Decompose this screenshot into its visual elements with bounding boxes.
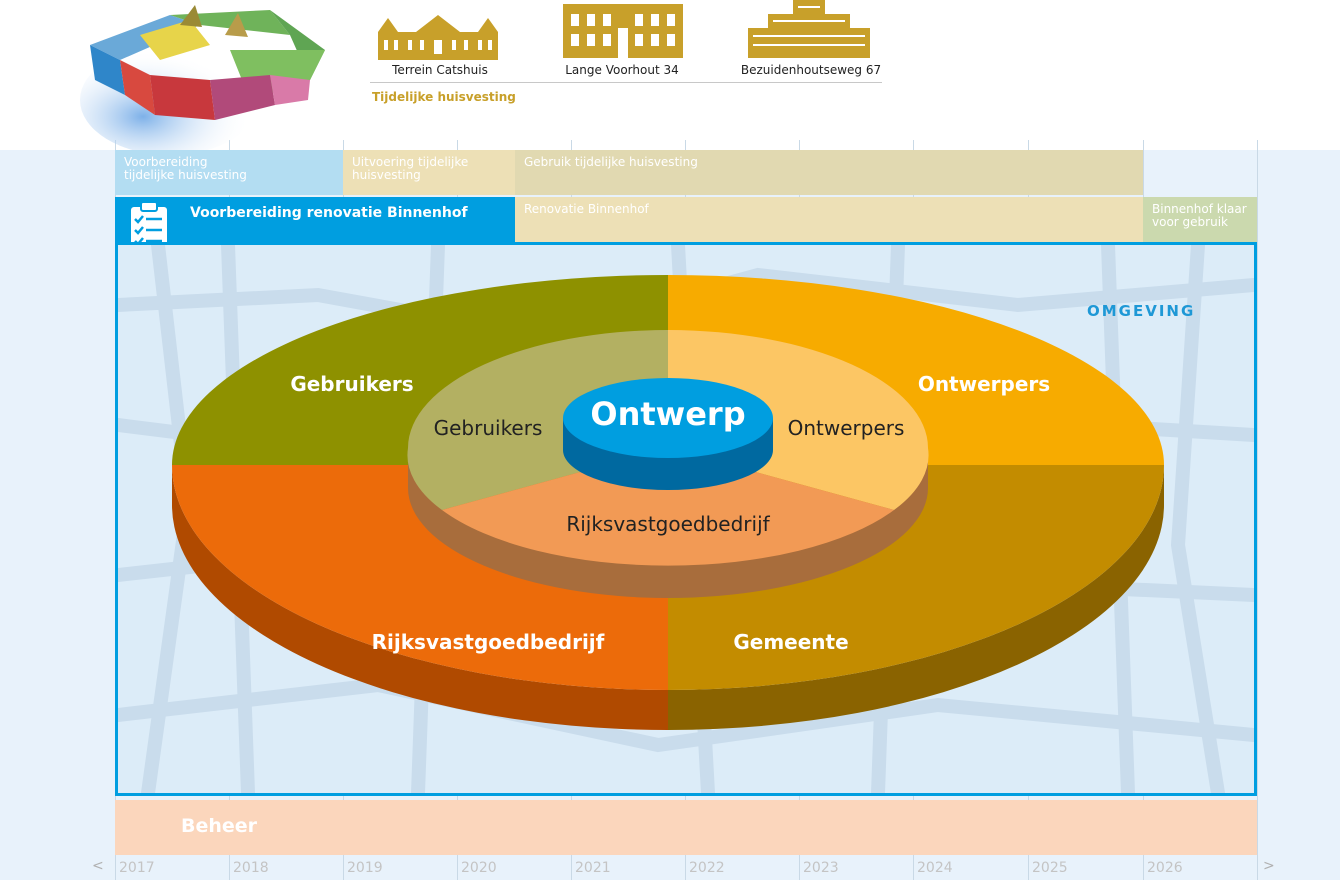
- phase-voorbereiding-tijdelijk[interactable]: Voorbereiding tijdelijke huisvesting: [115, 150, 343, 195]
- year-label: 2018: [233, 860, 269, 876]
- binnenhof-campus-illustration: [80, 5, 325, 155]
- timeline-prev-arrow[interactable]: <: [92, 858, 104, 874]
- inner-label-ontwerpers: Ontwerpers: [787, 416, 905, 440]
- phase-label: Renovatie Binnenhof: [524, 202, 649, 216]
- temporary-housing-label: Tijdelijke huisvesting: [372, 90, 516, 104]
- year-label: 2017: [119, 860, 155, 876]
- year-gridline: [1257, 140, 1258, 880]
- core-label-ontwerp: Ontwerp: [590, 395, 746, 433]
- outer-side-gemeente: [668, 465, 1164, 730]
- year-label: 2024: [917, 860, 953, 876]
- outer-side-rijksvastgoedbedrijf: [172, 465, 668, 730]
- timeline-next-arrow[interactable]: >: [1263, 858, 1275, 874]
- phase-voorbereiding-renovatie-label: Voorbereiding renovatie Binnenhof: [190, 205, 468, 221]
- outer-label-ontwerpers: Ontwerpers: [917, 372, 1051, 396]
- catshuis-label: Terrein Catshuis: [392, 63, 488, 77]
- outer-label-gemeente: Gemeente: [733, 630, 849, 654]
- phase-binnenhof-klaar[interactable]: Binnenhof klaar voor gebruik: [1143, 197, 1257, 242]
- lange-voorhout-label: Lange Voorhout 34: [565, 63, 679, 77]
- year-label: 2020: [461, 860, 497, 876]
- temporary-housing-divider: [370, 82, 882, 83]
- year-label: 2021: [575, 860, 611, 876]
- inner-label-gebruikers: Gebruikers: [433, 416, 543, 440]
- phase-label: Binnenhof klaar voor gebruik: [1152, 202, 1247, 229]
- year-label: 2026: [1147, 860, 1183, 876]
- catshuis-building-icon: [378, 15, 498, 60]
- bezuidenhoutseweg-label: Bezuidenhoutseweg 67: [740, 63, 882, 77]
- outer-label-gebruikers: Gebruikers: [290, 372, 414, 396]
- outer-label-rijksvastgoedbedrijf: Rijksvastgoedbedrijf: [371, 630, 605, 654]
- year-label: 2023: [803, 860, 839, 876]
- core-ontwerp[interactable]: [563, 378, 773, 458]
- inner-label-rijksvastgoedbedrijf: Rijksvastgoedbedrijf: [566, 512, 770, 536]
- bezuidenhoutseweg-building-icon: [748, 0, 870, 58]
- phase-gebruik-tijdelijk[interactable]: Gebruik tijdelijke huisvesting: [515, 150, 1143, 195]
- year-label: 2022: [689, 860, 725, 876]
- year-label: 2019: [347, 860, 383, 876]
- phase-renovatie[interactable]: Renovatie Binnenhof: [515, 197, 1143, 242]
- phase-label: Voorbereiding tijdelijke huisvesting: [124, 155, 247, 182]
- inner-side: [408, 448, 928, 598]
- phase-label: Gebruik tijdelijke huisvesting: [524, 155, 698, 169]
- phase-label: Uitvoering tijdelijke huisvesting: [352, 155, 469, 182]
- phase-beheer-label: Beheer: [181, 815, 258, 837]
- inner-segment-rijksvastgoedbedrijf[interactable]: [442, 448, 894, 566]
- year-label: 2025: [1032, 860, 1068, 876]
- phase-uitvoering-tijdelijk[interactable]: Uitvoering tijdelijke huisvesting: [343, 150, 515, 195]
- phase-beheer[interactable]: [115, 800, 1257, 855]
- lange-voorhout-building-icon: [563, 4, 683, 58]
- omgeving-label: OMGEVING: [1087, 302, 1196, 320]
